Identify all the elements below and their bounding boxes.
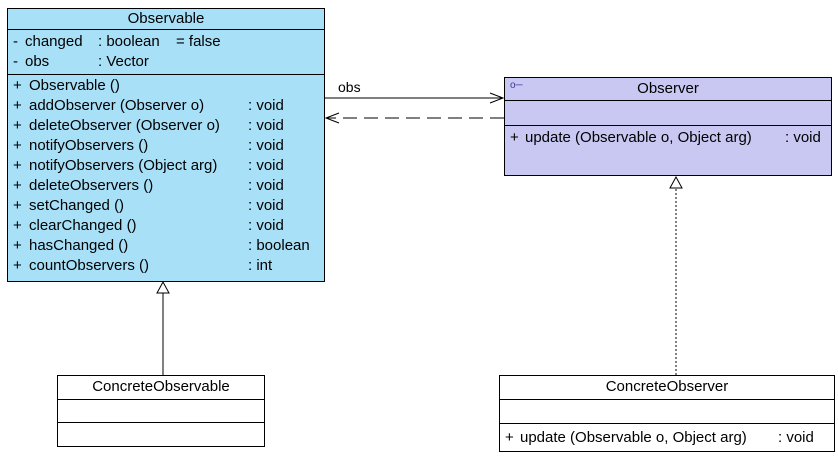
concrete-observer-attributes	[500, 400, 834, 424]
attribute-row: - changed : boolean = false	[13, 33, 221, 50]
observer-interface[interactable]: o─ Observer +update (Observable o, Objec…	[504, 77, 832, 176]
operation-row: +addObserver (Observer o): void	[13, 97, 284, 114]
attribute-row: - obs : Vector	[13, 53, 149, 70]
observable-attributes: - changed : boolean = false - obs : Vect…	[8, 30, 324, 75]
operation-row: +deleteObserver (Observer o): void	[13, 117, 284, 134]
observable-class[interactable]: Observable - changed : boolean = false -…	[7, 8, 325, 282]
concrete-observer-class-name: ConcreteObserver	[500, 376, 834, 400]
operation-row: +countObservers (): int	[13, 257, 273, 274]
operation-row: +Observable ()	[13, 77, 120, 94]
concrete-observable-attributes	[58, 400, 264, 423]
association-label: obs	[338, 79, 361, 95]
observer-interface-name: o─ Observer	[505, 78, 831, 101]
operation-row: +notifyObservers (): void	[13, 137, 284, 154]
observer-operations: +update (Observable o, Object arg): void	[505, 126, 831, 148]
dependency-arrowhead	[324, 112, 340, 124]
observable-class-name: Observable	[8, 9, 324, 30]
generalization-arrowhead	[156, 280, 170, 294]
operation-row: +hasChanged (): boolean	[13, 237, 310, 254]
concrete-observable-class-name: ConcreteObservable	[58, 376, 264, 400]
operation-row: +setChanged (): void	[13, 197, 284, 214]
observable-operations: +Observable () +addObserver (Observer o)…	[8, 75, 324, 276]
operation-row: +deleteObservers (): void	[13, 177, 284, 194]
operation-row: +update (Observable o, Object arg): void	[505, 429, 814, 446]
observer-attributes	[505, 101, 831, 126]
concrete-observable-class[interactable]: ConcreteObservable	[57, 375, 265, 447]
realization-arrowhead	[669, 175, 683, 189]
association-arrowhead	[489, 92, 505, 104]
operation-row: +update (Observable o, Object arg): void	[510, 129, 821, 146]
operation-row: +notifyObservers (Object arg): void	[13, 157, 284, 174]
interface-icon: o─	[510, 80, 523, 91]
operation-row: +clearChanged (): void	[13, 217, 284, 234]
concrete-observer-operations: +update (Observable o, Object arg): void	[500, 424, 834, 448]
concrete-observer-class[interactable]: ConcreteObserver +update (Observable o, …	[499, 375, 835, 452]
